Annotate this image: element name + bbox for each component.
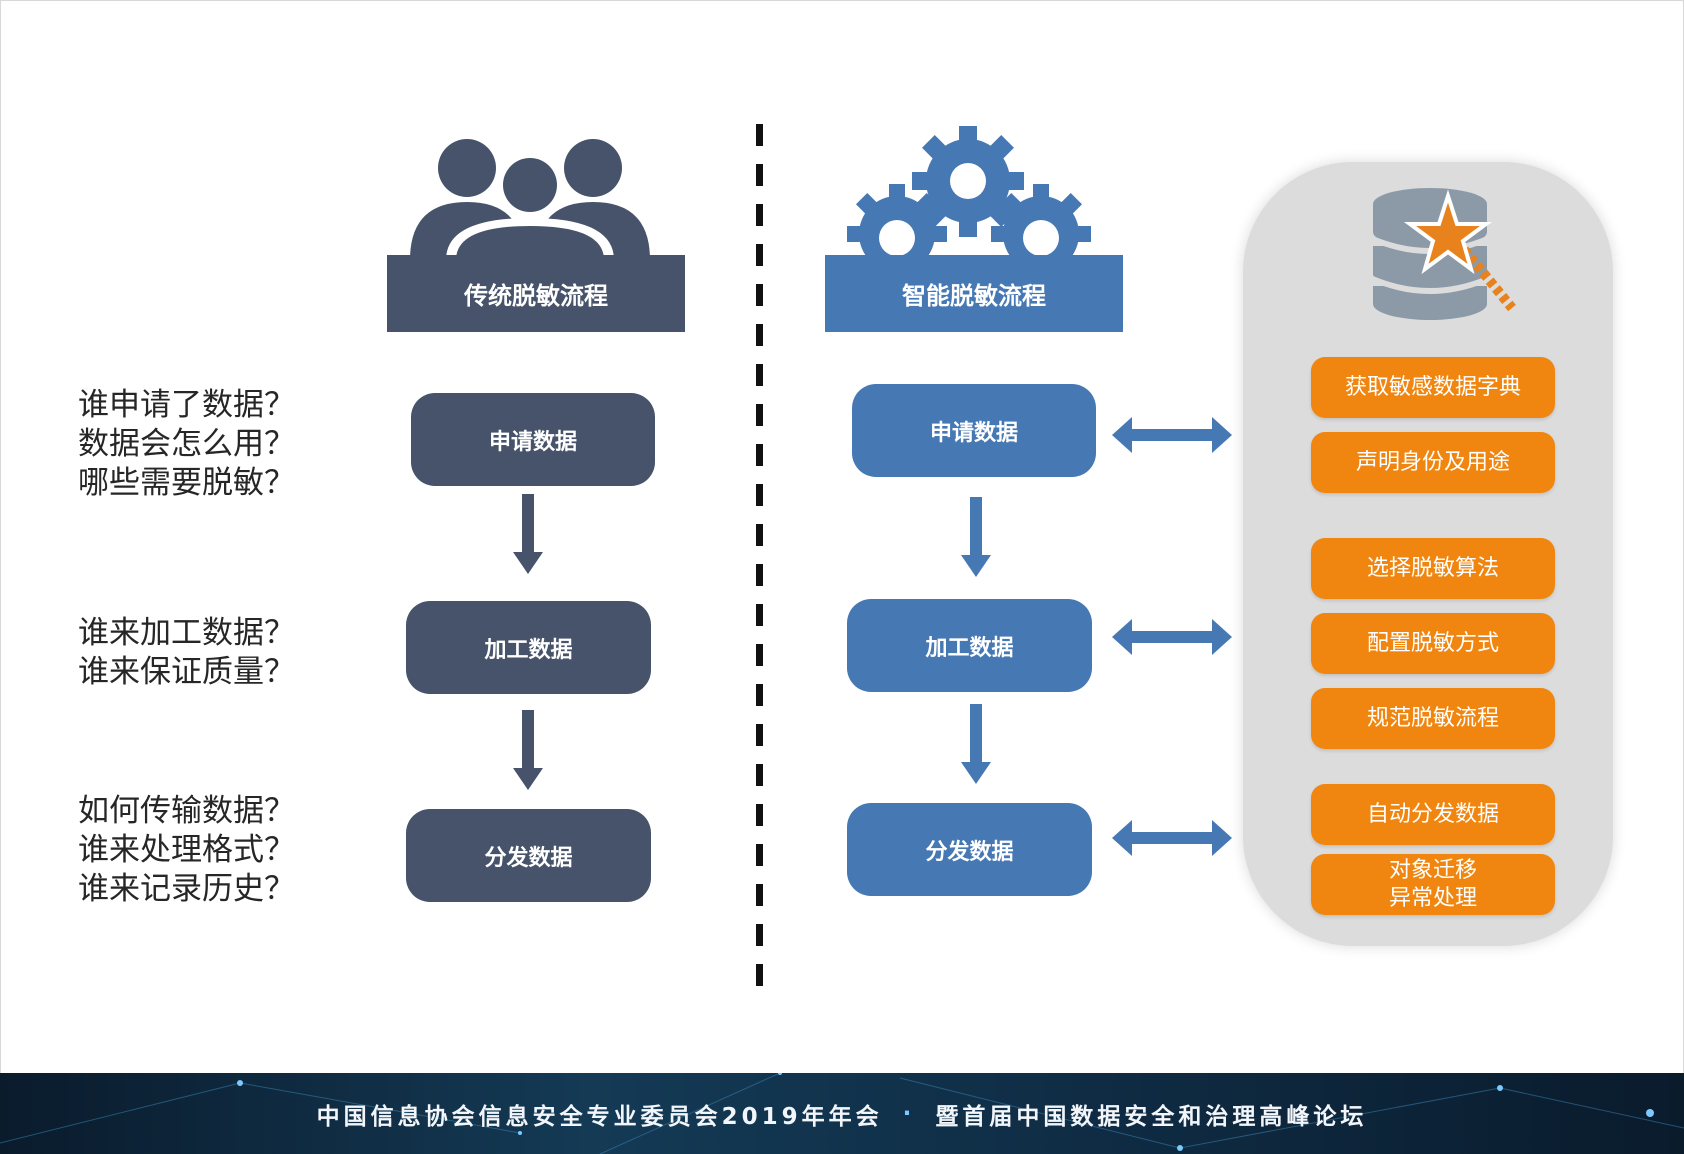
arrow-down-icon bbox=[513, 494, 543, 574]
question-group-distribute: 如何传输数据？ 谁来处理格式？ 谁来记录历史？ bbox=[78, 792, 295, 909]
question-text: 谁申请了数据？ bbox=[78, 387, 295, 423]
question-text: 如何传输数据？ bbox=[78, 793, 295, 829]
capability-item: 选择脱敏算法 bbox=[1311, 538, 1555, 599]
question-text: 谁来处理格式？ bbox=[78, 832, 295, 868]
people-group-icon bbox=[410, 139, 650, 260]
dashed-divider bbox=[756, 124, 763, 986]
footer-separator: · bbox=[902, 1101, 916, 1127]
smart-step-distribute: 分发数据 bbox=[847, 803, 1092, 896]
capability-item-label: 对象迁移 bbox=[1388, 857, 1477, 883]
footer-banner: 中国信息协会信息安全专业委员会2019年年会 · 暨首届中国数据安全和治理高峰论… bbox=[0, 1073, 1684, 1154]
capability-item: 规范脱敏流程 bbox=[1311, 688, 1555, 749]
capability-item: 自动分发数据 bbox=[1311, 784, 1555, 845]
footer-title-left: 中国信息协会信息安全专业委员会2019年年会 bbox=[316, 1104, 883, 1130]
capability-item: 获取敏感数据字典 bbox=[1311, 357, 1555, 418]
footer-title-right: 暨首届中国数据安全和治理高峰论坛 bbox=[935, 1104, 1368, 1130]
traditional-flow-header: 传统脱敏流程 bbox=[387, 255, 685, 332]
capability-item: 声明身份及用途 bbox=[1311, 432, 1555, 493]
question-text: 谁来保证质量？ bbox=[78, 654, 295, 690]
smart-step-apply: 申请数据 bbox=[852, 384, 1096, 477]
traditional-step-apply: 申请数据 bbox=[411, 393, 655, 486]
traditional-step-distribute: 分发数据 bbox=[406, 809, 651, 902]
traditional-step-process: 加工数据 bbox=[406, 601, 651, 694]
capability-item-label: 选择脱敏算法 bbox=[1366, 555, 1499, 581]
question-text: 数据会怎么用？ bbox=[78, 426, 295, 462]
smart-step-process: 加工数据 bbox=[847, 599, 1092, 692]
capability-item-label: 规范脱敏流程 bbox=[1366, 705, 1499, 731]
capability-item: 对象迁移 异常处理 bbox=[1311, 854, 1555, 915]
double-arrow-icon bbox=[1112, 619, 1232, 655]
database-magic-wand-icon bbox=[1373, 188, 1516, 320]
network-lines-decoration bbox=[0, 1073, 1684, 1154]
capability-item: 配置脱敏方式 bbox=[1311, 613, 1555, 674]
arrow-down-icon bbox=[961, 704, 991, 784]
double-arrow-icon bbox=[1112, 417, 1232, 453]
capability-item-label: 异常处理 bbox=[1388, 885, 1477, 911]
question-text: 哪些需要脱敏？ bbox=[78, 465, 295, 501]
arrow-down-icon bbox=[513, 710, 543, 790]
capability-item-label: 获取敏感数据字典 bbox=[1344, 374, 1521, 400]
arrow-down-icon bbox=[961, 497, 991, 577]
capability-item-label: 配置脱敏方式 bbox=[1366, 630, 1499, 656]
question-group-process: 谁来加工数据？ 谁来保证质量？ bbox=[78, 614, 295, 692]
question-text: 谁来加工数据？ bbox=[78, 615, 295, 651]
smart-flow-header: 智能脱敏流程 bbox=[825, 255, 1123, 332]
question-group-apply: 谁申请了数据？ 数据会怎么用？ 哪些需要脱敏？ bbox=[78, 386, 295, 503]
capability-item-label: 自动分发数据 bbox=[1366, 801, 1499, 827]
double-arrow-icon bbox=[1112, 820, 1232, 856]
gears-icon bbox=[847, 126, 1091, 256]
question-text: 谁来记录历史？ bbox=[78, 871, 295, 907]
capability-item-label: 声明身份及用途 bbox=[1355, 449, 1510, 475]
